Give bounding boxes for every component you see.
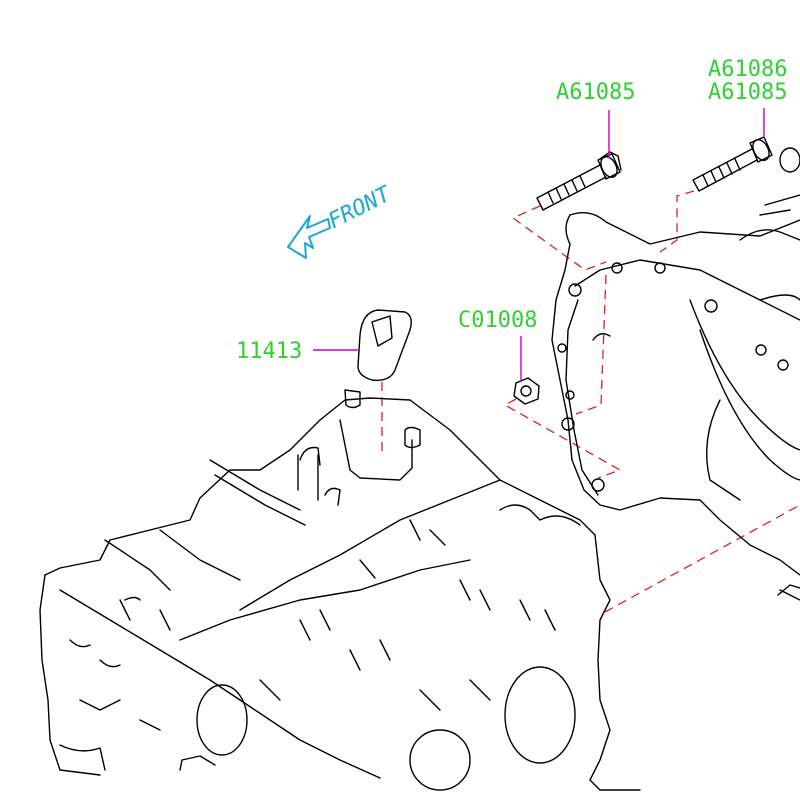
leader-lines — [313, 108, 765, 380]
part-label-11413: 11413 — [236, 339, 302, 364]
part-label-a61085-secondary: A61085 — [708, 80, 787, 105]
transmission-housing — [551, 147, 800, 601]
assembly-lines — [381, 190, 800, 613]
bolt-a61085 — [536, 151, 622, 211]
part-label-a61086: A61086 — [708, 57, 787, 82]
nut-c01008 — [513, 377, 540, 405]
engine-block — [39, 389, 641, 791]
bolt-a61086 — [692, 136, 773, 192]
plug-11413 — [357, 309, 412, 381]
front-indicator: FRONT — [287, 181, 396, 259]
part-label-a61085: A61085 — [556, 80, 635, 105]
part-labels: A61085 A61086 A61085 C01008 11413 — [236, 57, 787, 364]
front-label: FRONT — [324, 181, 396, 234]
front-arrow-icon — [287, 215, 331, 259]
part-label-c01008: C01008 — [458, 308, 537, 333]
